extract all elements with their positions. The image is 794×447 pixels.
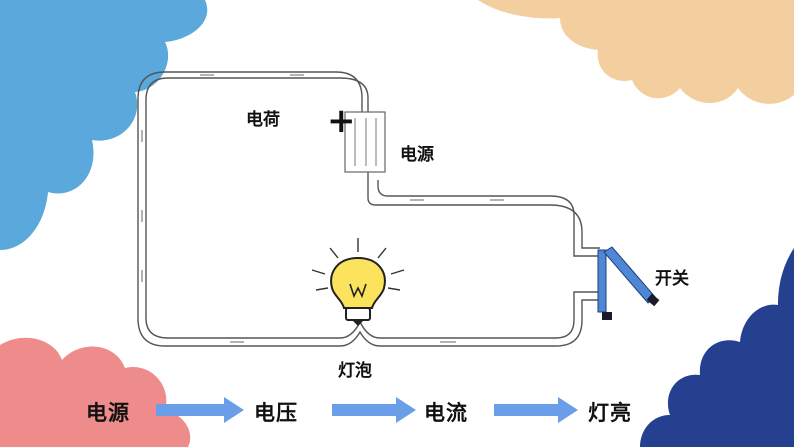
cloud-top-right (478, 0, 794, 104)
switch (597, 246, 660, 320)
cloud-bottom-left (0, 337, 191, 447)
cloud-top-left (0, 0, 208, 250)
label-bulb: 灯泡 (338, 361, 372, 381)
flow-step-light: 灯亮 (588, 400, 632, 425)
plus-sign: + (327, 101, 356, 141)
charge-arrows (141, 74, 504, 343)
light-bulb-icon (311, 238, 405, 326)
flow-step-voltage: 电压 (254, 400, 298, 425)
label-switch: 开关 (655, 269, 689, 289)
label-charge: 电荷 (246, 110, 280, 130)
cloud-bottom-right (640, 248, 794, 447)
battery (344, 111, 386, 173)
flow-arrows (156, 397, 578, 423)
flow-step-source: 电源 (86, 400, 130, 425)
label-source: 电源 (400, 145, 434, 165)
circuit-wire (137, 71, 600, 347)
flow-step-current: 电流 (424, 400, 468, 425)
